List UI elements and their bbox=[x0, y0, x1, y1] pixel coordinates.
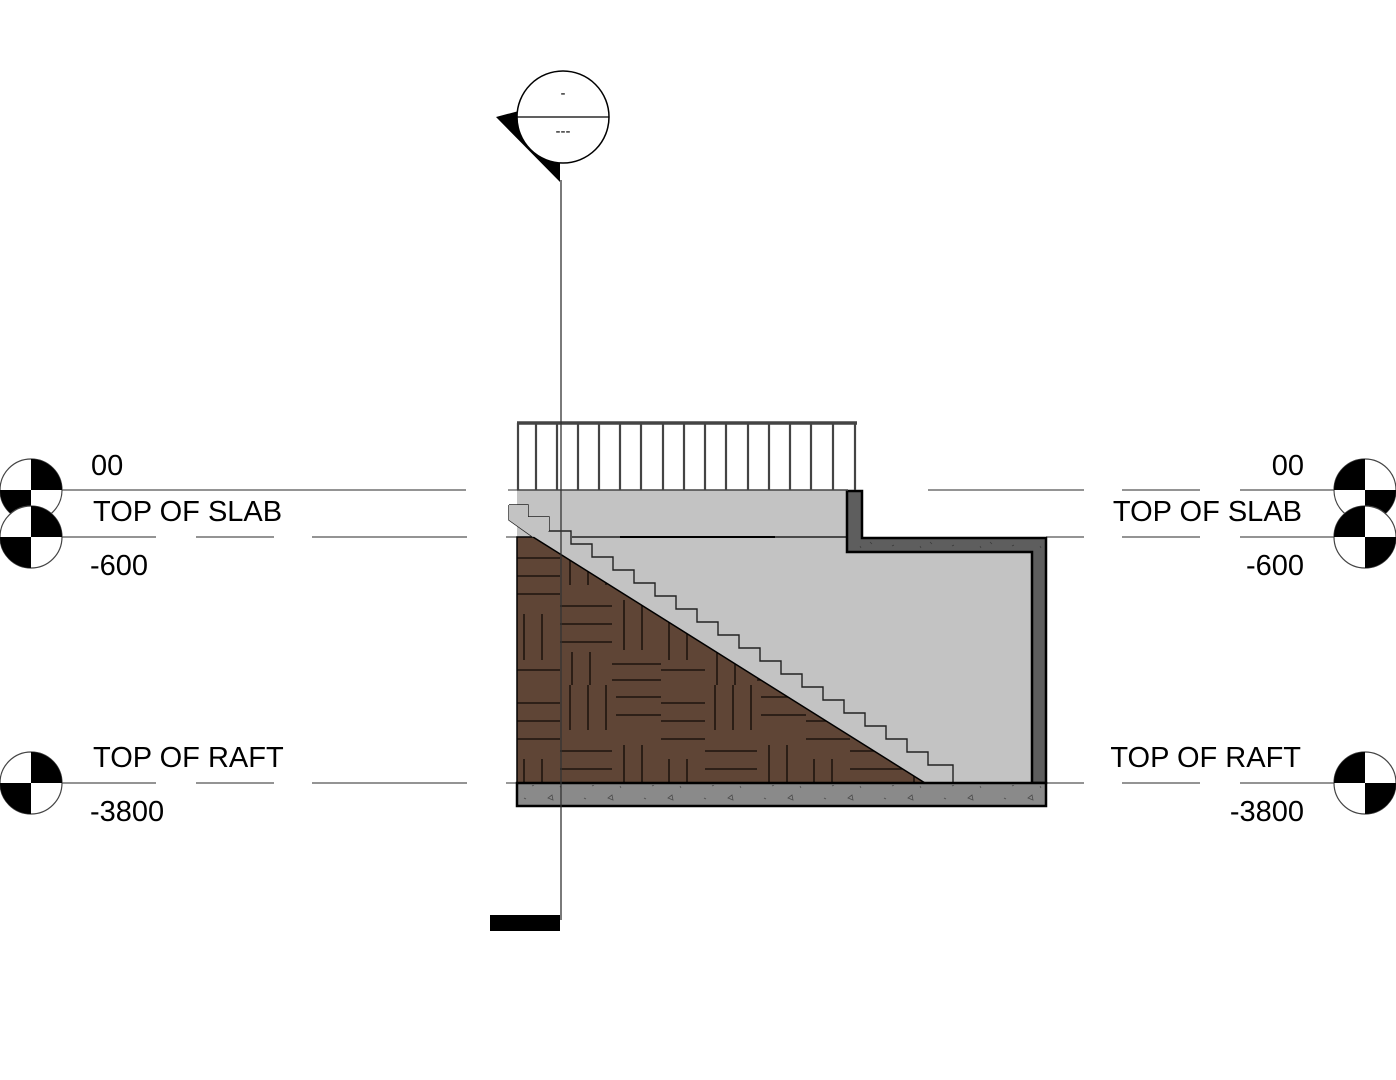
left-slab-name: TOP OF SLAB bbox=[93, 496, 283, 528]
level-head-right-slab-lower-icon bbox=[1333, 505, 1396, 569]
section-number: - bbox=[560, 85, 566, 102]
right-raft-value: -3800 bbox=[1229, 796, 1304, 828]
level-head-left-slab-lower-icon bbox=[0, 505, 63, 569]
left-slab-upper-value: 00 bbox=[91, 450, 124, 482]
section-sheet: --- bbox=[555, 123, 571, 140]
right-slab-name: TOP OF SLAB bbox=[1112, 496, 1302, 528]
level-head-right-raft-icon bbox=[1333, 751, 1396, 815]
section-marker-icon bbox=[496, 50, 610, 182]
right-raft-name: TOP OF RAFT bbox=[1110, 742, 1301, 774]
left-slab-lower-value: -600 bbox=[90, 550, 149, 582]
left-raft-name: TOP OF RAFT bbox=[93, 742, 284, 774]
railing bbox=[516, 421, 857, 491]
section-end-tick bbox=[490, 915, 560, 931]
level-head-left-raft-icon bbox=[0, 751, 63, 815]
level-lines bbox=[62, 489, 1335, 784]
right-slab-lower-value: -600 bbox=[1245, 550, 1304, 582]
left-raft-value: -3800 bbox=[90, 796, 165, 828]
right-slab-upper-value: 00 bbox=[1271, 450, 1304, 482]
